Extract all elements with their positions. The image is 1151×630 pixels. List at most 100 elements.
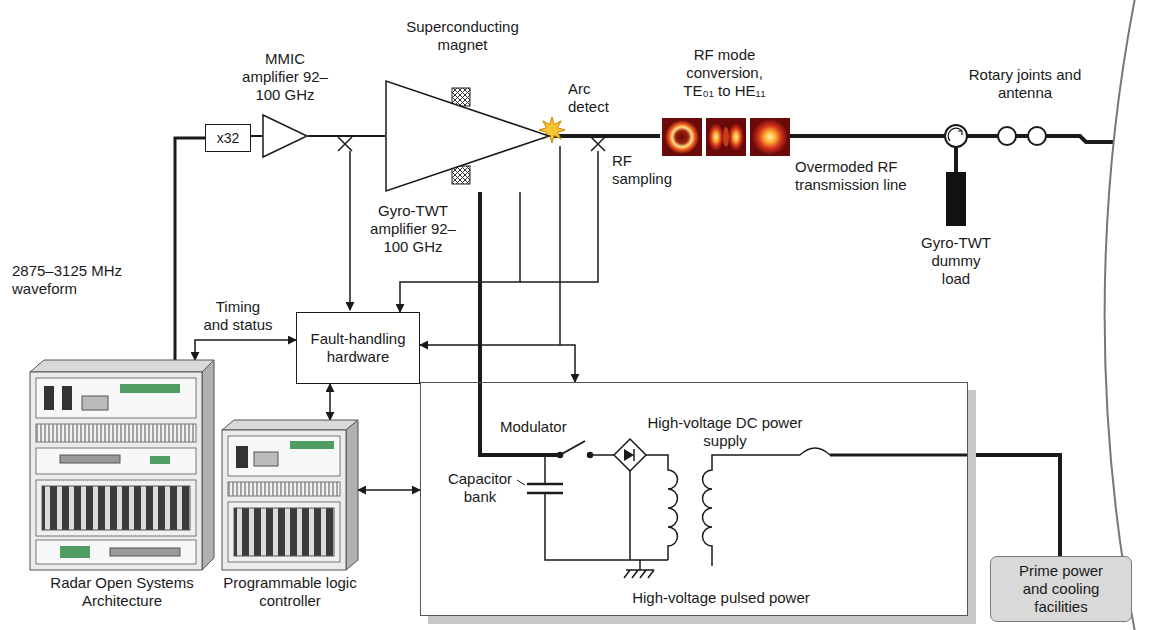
plc-rack-drawing [236,446,248,468]
connector [478,192,482,382]
rosa-rack-drawing [36,424,196,442]
pulsed-power-circuit [545,493,668,560]
connector [175,138,205,360]
mode-pattern-image [750,118,790,156]
rosa-rack-drawing [30,360,214,372]
rosa-rack-drawing [30,360,214,570]
sampling-wire [349,151,351,310]
modulator-label: Modulator [500,418,580,436]
connector [358,489,420,491]
node-text: RF mode conversion, TE₀₁ to HE₁₁ [677,46,772,100]
node-text: x32 [211,129,245,147]
connector [968,455,1060,556]
rosa-rack-drawing [60,455,120,463]
pulsed-power-circuit [517,480,525,485]
waveform-label: 2875–3125 MHz waveform [12,262,142,298]
rosa-rack-drawing [30,372,202,570]
superconducting-magnet-symbol [452,88,470,106]
connector [329,384,331,420]
rotary-joint [1028,127,1046,145]
pulsed-power-circuit [800,448,830,455]
node-text: High-voltage pulsed power [611,589,831,607]
rotary-joint [998,127,1016,145]
magnet-label: Superconducting magnet [400,18,525,54]
rosa-rack-drawing [36,448,196,474]
node-text: Gyro-TWT amplifier 92–100 GHz [363,202,463,256]
antenna-feed-line [1065,136,1114,142]
plc-rack-drawing [228,502,340,562]
pulsed-power-circuit [624,560,654,578]
mode-pattern-image [723,127,729,147]
pulsed-power-circuit [544,455,546,484]
pulsed-power-circuit [614,439,646,471]
pulsed-power-circuit [560,441,585,455]
gyro-twt-amplifier: Gyro-TWT amplifier 92–100 GHz [385,80,550,192]
mode-pattern-image [662,118,790,156]
node-text: Fault-handling hardware [302,330,414,366]
rosa-rack-drawing [82,396,108,410]
pulsed-power-circuit [633,449,635,461]
sampling-label: RF sampling [612,152,684,188]
pulsed-power-circuit [624,449,634,461]
mode-pattern-image [664,119,700,155]
plc-rack-drawing [254,452,278,466]
connector [308,135,385,137]
waveguide-switch [948,128,962,141]
arc-detect-star [539,117,565,143]
sampling-wire [559,146,561,345]
coupler-symbol [591,137,605,151]
rosa-rack-drawing [62,386,72,410]
antenna-reflector [1105,0,1135,630]
mmic-amplifier: MMIC amplifier 92–100 GHz [262,114,308,158]
mode-pattern-image [708,123,724,151]
rosa-rack-drawing [36,480,196,536]
plc-rack-drawing [290,441,334,449]
rosa-rack-drawing [150,456,170,464]
plc-rack-drawing [234,508,334,556]
transmission-line-label: Overmoded RF transmission line [795,158,935,194]
pulsed-power-circuit [646,455,678,560]
pulsed-power-circuit [629,471,631,560]
waveguide-switch [945,125,967,147]
plc-rack: Programmable logic controller [222,420,358,570]
plc-rack-drawing [346,420,358,570]
mode-pattern-image [728,123,744,151]
plc-rack-drawing [228,482,340,496]
rotary-joint-symbol [985,124,1065,148]
mode-pattern-image [662,118,702,156]
amplifier-triangle [262,114,308,158]
sampling-wire [520,151,598,282]
pulsed-power-circuit [703,455,800,566]
amplifier-outline [386,81,549,191]
rotary-joints: Rotary joints and antenna [985,124,1065,148]
pulsed-power-circuit [480,382,968,578]
capacitor-label: Capacitor bank [440,470,520,506]
rosa-rack-drawing [44,386,54,410]
rosa-rack-drawing [202,360,214,570]
superconducting-magnet-symbol [452,166,470,184]
rosa-rack-drawing [110,548,180,556]
amplifier-triangle [385,80,550,192]
plc-rack-drawing [222,420,358,430]
arc-detect-label: Arc detect [568,80,618,116]
rosa-rack-drawing [42,486,190,530]
dummy-load: Gyro-TWT dummy load [946,172,966,226]
node-text: Programmable logic controller [220,574,360,610]
mode-pattern-image [706,118,746,156]
node-text: Rotary joints and antenna [965,66,1085,102]
node-text: Radar Open Systems Architecture [30,574,214,610]
plc-rack-drawing [228,436,340,476]
node-text: Prime power and cooling facilities [1011,562,1111,616]
connector [420,345,575,382]
edge-label: Timing and status [202,298,274,334]
plc-rack-drawing [222,420,358,570]
plc-rack-drawing [222,430,346,570]
amplifier-outline [263,115,307,157]
rosa-rack-drawing [60,546,90,558]
connector [251,135,262,137]
waveguide-switch [945,125,967,147]
pulsed-power-circuit [830,454,968,457]
rosa-rack-drawing [120,384,180,393]
multiplier-box: x32 [205,124,251,152]
